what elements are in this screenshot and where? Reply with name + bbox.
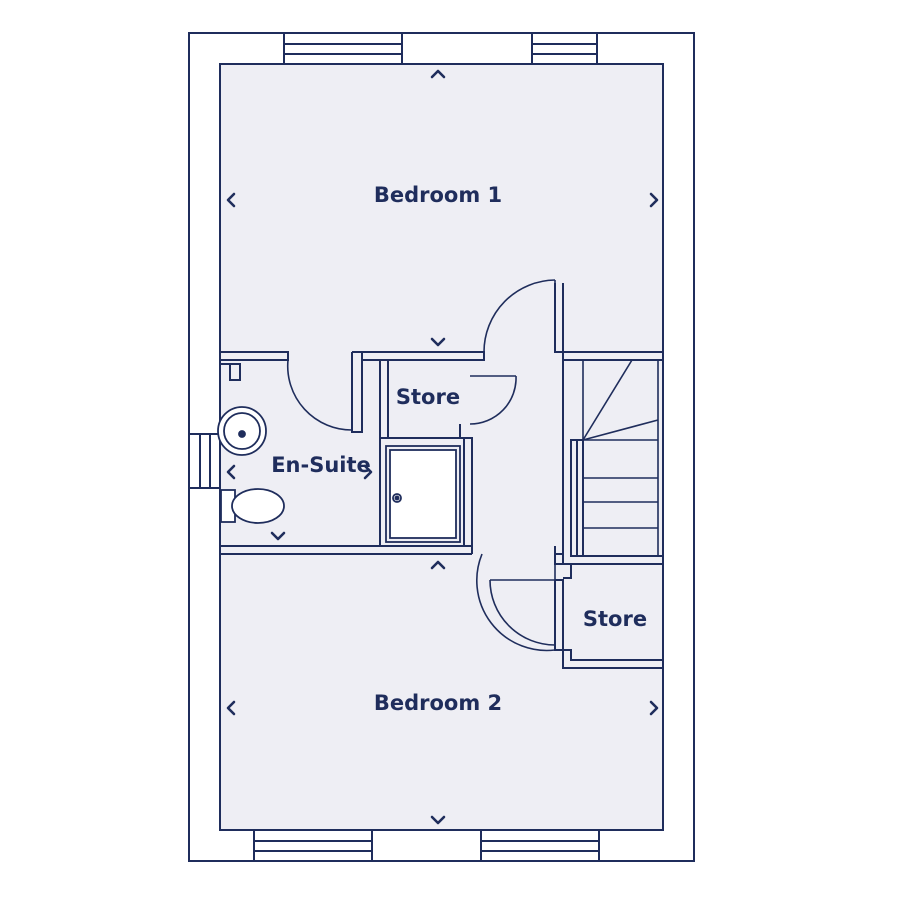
windows [188,32,600,862]
staircase [582,359,659,556]
shower-tray-icon [385,445,461,543]
room-label-bedroom-1: Bedroom 1 [374,183,502,207]
sanitaryware [217,406,461,543]
window-bottom-left [253,829,373,862]
toilet-icon [220,488,285,524]
room-label-store-upper: Store [396,385,460,409]
basin-icon [217,406,267,456]
window-top-right [531,32,598,65]
window-top-left [283,32,403,65]
doors [286,279,556,652]
window-en-suite [188,433,221,489]
internal-walls [220,283,663,669]
room-label-en-suite: En-Suite [271,453,371,477]
room-label-bedroom-2: Bedroom 2 [374,691,502,715]
walls [188,32,695,862]
room-label-store-lower: Store [583,607,647,631]
window-bottom-right [480,829,600,862]
